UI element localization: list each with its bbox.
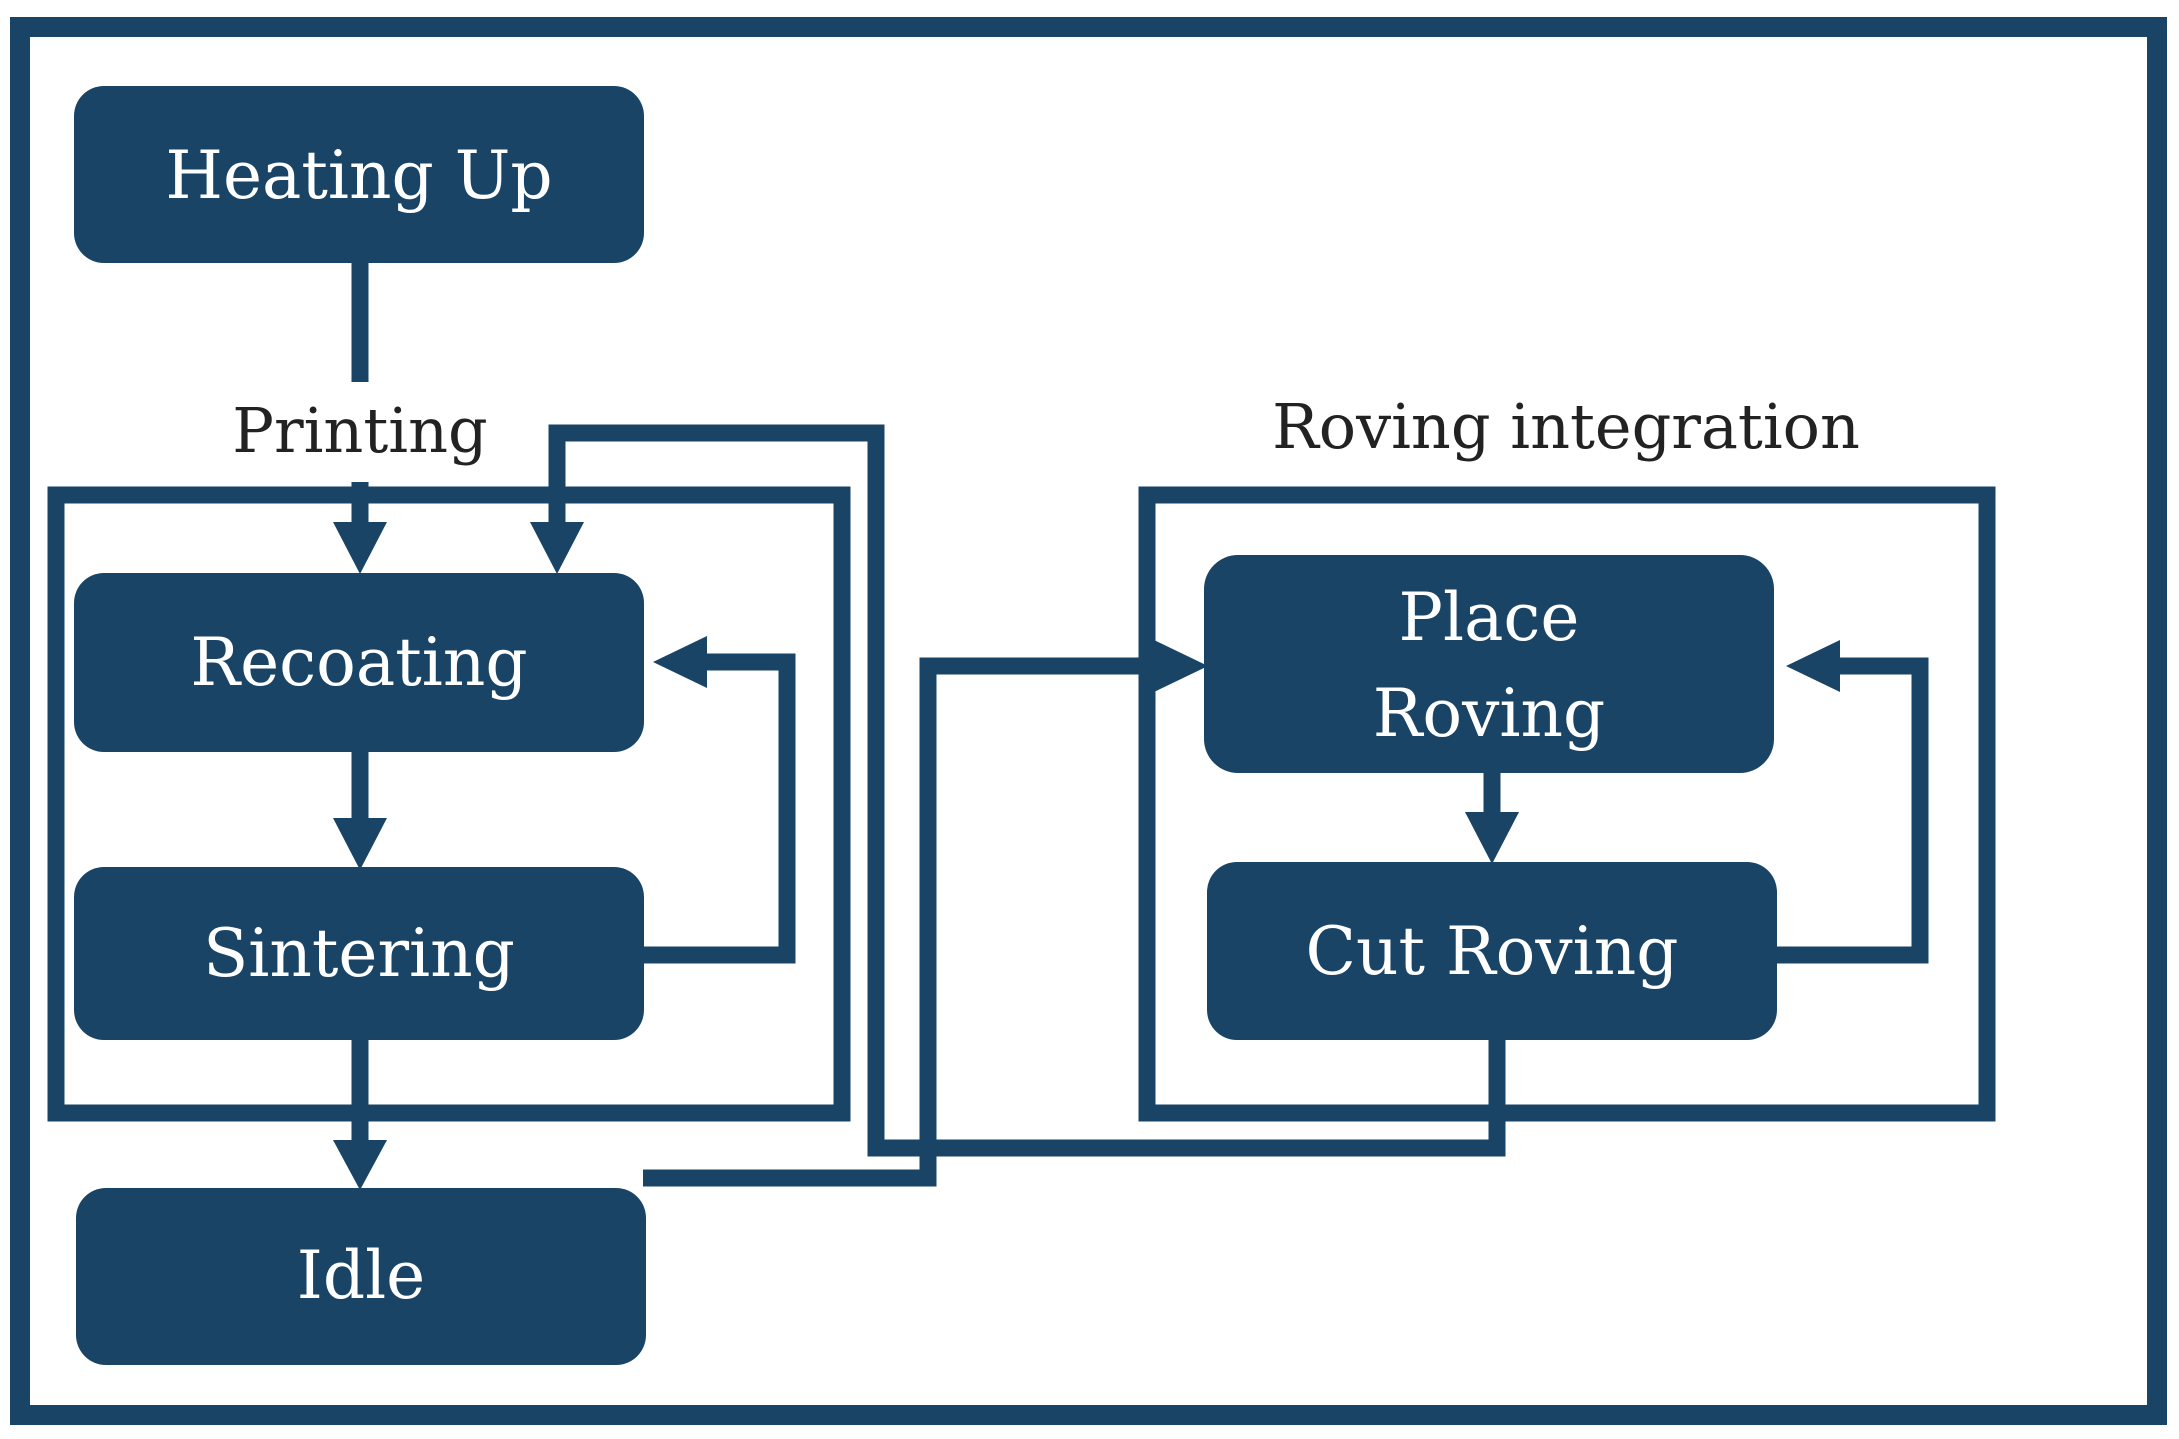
- node-cut-roving[interactable]: Cut Roving: [1207, 862, 1777, 1040]
- idle-box: [76, 1188, 646, 1365]
- roving-return-line: [548, 424, 1506, 1157]
- node-recoating[interactable]: Recoating: [74, 573, 644, 752]
- printing-group-title: Printing: [232, 394, 487, 467]
- place-roving-box: [1204, 555, 1774, 773]
- recoating-return-arrowhead: [530, 522, 584, 574]
- recoating-loop-arrowhead: [653, 636, 707, 688]
- place-roving-label-line2: Roving: [1373, 675, 1606, 752]
- heating-up-label: Heating Up: [165, 137, 552, 214]
- roving-integration-group-frame: [1138, 486, 1996, 1122]
- heating-up-box: [74, 86, 644, 263]
- sintering-box: [74, 867, 644, 1040]
- roving-integration-group-title: Roving integration: [1272, 390, 1860, 463]
- idle-label: Idle: [297, 1237, 426, 1314]
- sintering-entry-arrowhead: [333, 818, 387, 870]
- recoating-label: Recoating: [190, 624, 527, 701]
- cut-roving-loop-line: [1776, 657, 1929, 964]
- node-place-roving[interactable]: Place Roving: [1204, 555, 1774, 773]
- sintering-loop-line: [643, 653, 796, 964]
- node-idle[interactable]: Idle: [76, 1188, 646, 1365]
- printing-group-frame: [47, 486, 851, 1122]
- cut-roving-label: Cut Roving: [1305, 913, 1678, 990]
- sintering-label: Sintering: [203, 915, 515, 992]
- cut-roving-entry-arrowhead: [1465, 812, 1519, 864]
- cut-roving-box: [1207, 862, 1777, 1040]
- idle-to-roving-line: [643, 657, 1160, 1187]
- recoating-entry-arrowhead: [333, 522, 387, 574]
- outer-border: [10, 17, 2167, 1425]
- place-roving-label-line1: Place: [1399, 579, 1580, 656]
- idle-entry-arrowhead: [333, 1140, 387, 1190]
- node-heating-up[interactable]: Heating Up: [74, 86, 644, 263]
- place-roving-entry-arrowhead: [1154, 640, 1208, 692]
- node-sintering[interactable]: Sintering: [74, 867, 644, 1040]
- recoating-box: [74, 573, 644, 752]
- place-roving-loop-arrowhead: [1786, 640, 1840, 692]
